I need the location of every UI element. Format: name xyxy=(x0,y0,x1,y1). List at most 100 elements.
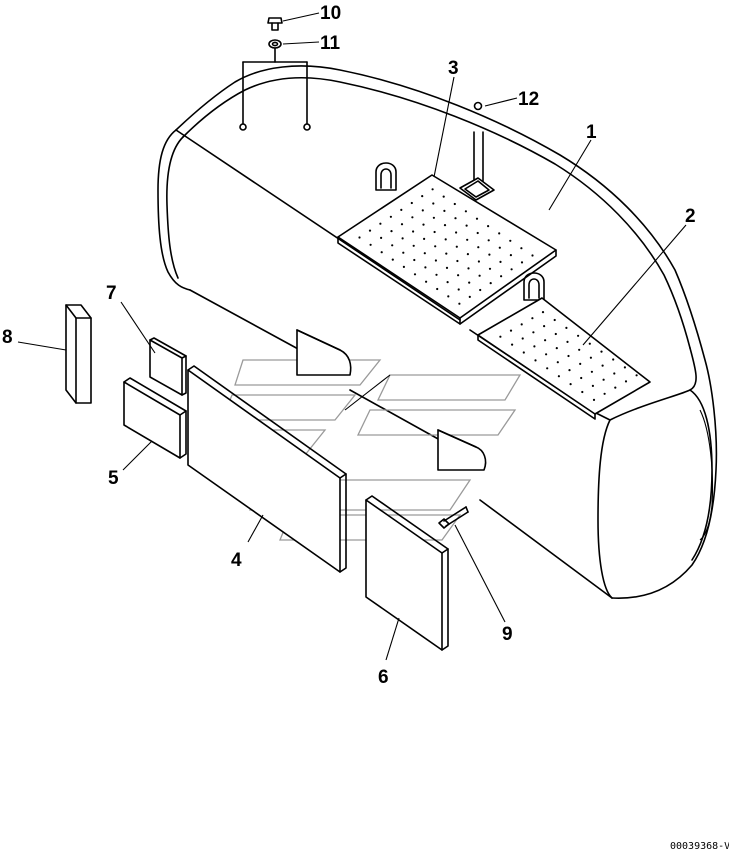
perforation-dot xyxy=(600,350,603,353)
perforation-dot xyxy=(369,243,372,246)
perforation-dot xyxy=(581,390,584,394)
callout-8: 8 xyxy=(2,327,13,348)
bolt-9 xyxy=(438,506,469,529)
perforation-dot xyxy=(435,273,438,276)
perforation-dot xyxy=(468,281,471,284)
perforation-dot xyxy=(614,386,617,389)
perforation-dot xyxy=(555,347,558,350)
top-plate-2 xyxy=(477,297,651,420)
callout-4: 4 xyxy=(231,550,242,571)
perforation-dot xyxy=(589,356,593,359)
perforation-dot xyxy=(544,339,547,342)
plate-5 xyxy=(123,377,187,459)
front-notches xyxy=(296,329,487,471)
callout-11: 11 xyxy=(320,33,341,54)
perforation-dot xyxy=(443,224,447,227)
perforation-dot xyxy=(445,252,448,255)
perforation-dot xyxy=(423,237,426,240)
perforation-dot xyxy=(433,230,436,234)
perforation-dot xyxy=(468,295,471,298)
perforation-dot xyxy=(534,359,537,362)
perforation-dot xyxy=(434,259,437,262)
perforation-dot xyxy=(591,384,595,387)
perforation-dot xyxy=(520,261,524,264)
perforation-dot xyxy=(424,266,427,269)
perforation-dot xyxy=(400,208,403,211)
perforation-dot xyxy=(444,238,447,241)
perforation-dot xyxy=(520,323,523,326)
perforation-dot xyxy=(592,398,596,401)
perforation-dot xyxy=(488,267,492,270)
bracket-12 xyxy=(459,101,495,201)
perforation-dot xyxy=(566,340,569,343)
perforation-dot xyxy=(499,260,502,263)
perforation-dot xyxy=(613,372,616,375)
perforation-dot xyxy=(577,334,580,337)
perforation-dot xyxy=(498,232,501,235)
perforation-dot xyxy=(556,361,559,364)
perforation-dot xyxy=(479,288,482,292)
perforation-dot xyxy=(422,223,425,226)
perforation-dot xyxy=(545,353,548,356)
perforation-dot xyxy=(423,252,426,255)
perforation-dot xyxy=(509,329,513,332)
perforation-dot xyxy=(421,209,424,212)
perforation-dot xyxy=(578,348,581,351)
perforation-dot xyxy=(510,268,513,271)
perforation-dot xyxy=(553,318,556,322)
perforation-dot xyxy=(456,259,459,263)
drawing-number: 00039368-V xyxy=(670,841,729,852)
callout-6: 6 xyxy=(378,667,389,688)
leader-lines xyxy=(17,12,687,661)
perforation-dot xyxy=(488,253,491,256)
callout-10: 10 xyxy=(320,3,341,24)
perforation-dot xyxy=(432,216,435,219)
perforation-dot xyxy=(457,274,460,277)
perforation-dot xyxy=(464,210,467,213)
watermark-logo xyxy=(204,359,522,541)
perforation-dot xyxy=(543,325,546,328)
perforation-dot xyxy=(390,230,393,233)
bolt-10-and-washer-11 xyxy=(242,17,308,125)
perforation-dot xyxy=(466,253,469,256)
perforation-dot xyxy=(476,231,479,235)
perforation-dot xyxy=(546,367,549,370)
perforation-dot xyxy=(391,258,394,261)
perforation-dot xyxy=(465,224,468,227)
perforation-dot xyxy=(421,195,424,198)
perforation-dot xyxy=(568,369,571,372)
perforation-dot xyxy=(531,317,534,320)
perforation-dot xyxy=(380,236,383,239)
perforation-dot xyxy=(413,273,417,276)
perforation-dot xyxy=(380,251,383,254)
perforation-dot xyxy=(453,202,456,206)
perforation-dot xyxy=(457,288,460,291)
perforation-dot xyxy=(402,251,405,254)
perforation-dot xyxy=(442,195,445,198)
perforation-dot xyxy=(401,237,404,240)
perforation-dot xyxy=(500,275,503,278)
perforation-dot xyxy=(477,260,480,263)
callout-3: 3 xyxy=(448,58,459,79)
perforation-dot xyxy=(590,370,594,373)
perforation-dot xyxy=(412,244,415,247)
perforation-dot xyxy=(458,302,461,305)
perforation-dot xyxy=(434,245,437,248)
perforation-dot xyxy=(410,201,413,205)
perforation-dot xyxy=(368,229,372,232)
perforation-dot xyxy=(602,378,605,381)
perforation-dot xyxy=(455,245,458,248)
perforation-dot xyxy=(391,244,394,247)
perforation-dot xyxy=(412,230,415,233)
perforation-dot xyxy=(541,311,545,314)
perforation-dot xyxy=(569,383,572,386)
perforation-dot xyxy=(446,281,449,284)
counterweight-body xyxy=(157,65,718,599)
perforation-dot xyxy=(510,343,514,346)
perforation-dot xyxy=(431,188,434,191)
perforation-dot xyxy=(425,280,428,283)
perforation-dot xyxy=(402,265,405,268)
plate-8 xyxy=(65,304,92,404)
perforation-dot xyxy=(454,217,457,220)
